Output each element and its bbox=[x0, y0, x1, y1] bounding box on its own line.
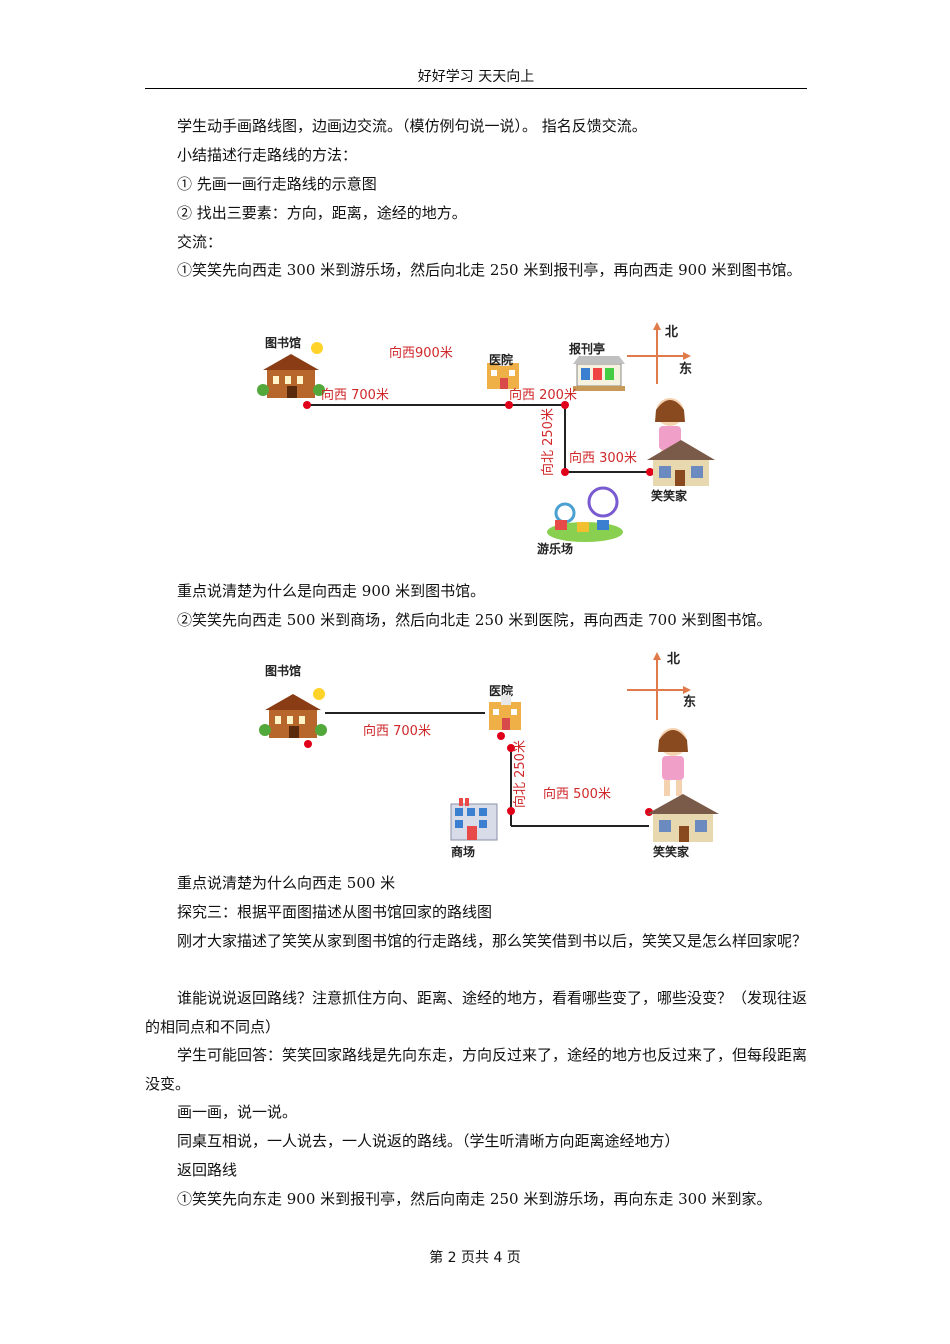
north-label: 北 bbox=[667, 652, 680, 667]
route-dot bbox=[505, 401, 513, 409]
kiosk-label: 报刊亭 bbox=[569, 341, 605, 356]
house-icon bbox=[647, 440, 715, 486]
park-label: 游乐场 bbox=[537, 541, 573, 556]
route-map-2: 图书馆 医院 北 东 向西 700米 向北 250米 向西 500米 商场 bbox=[259, 652, 719, 859]
mall-icon bbox=[450, 798, 498, 841]
route-label: 向西 700米 bbox=[363, 723, 431, 739]
route-label: 向北 250米 bbox=[540, 408, 556, 476]
hospital-label: 医院 bbox=[489, 352, 513, 367]
amusement-park-icon bbox=[547, 486, 623, 542]
paragraph: 返回路线 bbox=[177, 1161, 238, 1179]
route-dot bbox=[303, 401, 311, 409]
library-icon bbox=[259, 688, 327, 738]
paragraph: 谁能说说返回路线？注意抓住方向、距离、途经的地方，看看哪些变了，哪些没变？（发现… bbox=[145, 989, 808, 1036]
route-dot bbox=[561, 468, 569, 476]
route-map-1: 图书馆 医院 报刊亭 北 东 向西900米 向西 700米 向西 200米 向北… bbox=[257, 322, 715, 556]
kiosk-icon bbox=[573, 356, 625, 391]
page-header: 好好学习 天天向上 bbox=[145, 66, 807, 89]
girl-icon bbox=[655, 398, 685, 464]
paragraph: ②笑笑先向西走 500 米到商场，然后向北走 250 米到医院，再向西走 700… bbox=[177, 611, 772, 629]
route-dot bbox=[561, 401, 569, 409]
paragraph: 探究三：根据平面图描述从图书馆回家的路线图 bbox=[177, 903, 493, 921]
route-label: 向西 200米 bbox=[509, 387, 577, 403]
route-label: 向北 250米 bbox=[512, 740, 528, 808]
compass-icon bbox=[627, 322, 691, 384]
paragraph: 画一画，说一说。 bbox=[177, 1103, 298, 1121]
library-label: 图书馆 bbox=[265, 663, 301, 678]
paragraph: 刚才大家描述了笑笑从家到图书馆的行走路线，那么笑笑借到书以后，笑笑又是怎么样回家… bbox=[177, 932, 808, 950]
compass-icon bbox=[627, 652, 691, 720]
hospital-label: 医院 bbox=[489, 683, 513, 698]
paragraph: 小结描述行走路线的方法： bbox=[177, 146, 358, 164]
library-label: 图书馆 bbox=[265, 335, 301, 350]
route-dot bbox=[507, 807, 515, 815]
paragraph: ①笑笑先向东走 900 米到报刊亭，然后向南走 250 米到游乐场，再向东走 3… bbox=[177, 1190, 772, 1208]
paragraph: 学生动手画路线图，边画边交流。（模仿例句说一说）。 指名反馈交流。 bbox=[177, 117, 647, 135]
paragraph: 同桌互相说，一人说去，一人说返的路线。（学生听清晰方向距离途经地方） bbox=[177, 1132, 680, 1150]
mall-label: 商场 bbox=[451, 844, 475, 859]
paragraph: 交流： bbox=[177, 233, 223, 251]
route-label: 向西 300米 bbox=[569, 450, 637, 466]
route-label: 向西 700米 bbox=[321, 387, 389, 403]
paragraph: 重点说清楚为什么是向西走 900 米到图书馆。 bbox=[177, 582, 486, 600]
list-item: ② 找出三要素：方向，距离，途经的地方。 bbox=[177, 204, 467, 222]
paragraph: 学生可能回答：笑笑回家路线是先向东走，方向反过来了，途经的地方也反过来了，但每段… bbox=[145, 1046, 808, 1093]
route-dot bbox=[304, 740, 312, 748]
page-footer: 第 2 页共 4 页 bbox=[429, 1250, 521, 1266]
route-label: 向西900米 bbox=[389, 345, 453, 361]
route-label: 向西 500米 bbox=[543, 786, 611, 802]
home-label: 笑笑家 bbox=[653, 844, 690, 859]
route-dot bbox=[646, 468, 654, 476]
library-icon bbox=[257, 342, 325, 398]
girl-icon bbox=[658, 728, 688, 796]
home-label: 笑笑家 bbox=[651, 488, 688, 503]
route-dot bbox=[507, 744, 515, 752]
north-label: 北 bbox=[665, 325, 678, 340]
hospital-icon bbox=[487, 356, 519, 389]
east-label: 东 bbox=[679, 361, 692, 377]
list-item: ① 先画一画行走路线的示意图 bbox=[177, 175, 377, 193]
hospital-icon bbox=[489, 695, 521, 730]
house-icon bbox=[647, 794, 719, 842]
route-dot bbox=[497, 732, 505, 740]
paragraph: ①笑笑先向西走 300 米到游乐场，然后向北走 250 米到报刊亭，再向西走 9… bbox=[177, 261, 802, 279]
paragraph: 重点说清楚为什么向西走 500 米 bbox=[177, 874, 396, 892]
east-label: 东 bbox=[683, 694, 696, 710]
